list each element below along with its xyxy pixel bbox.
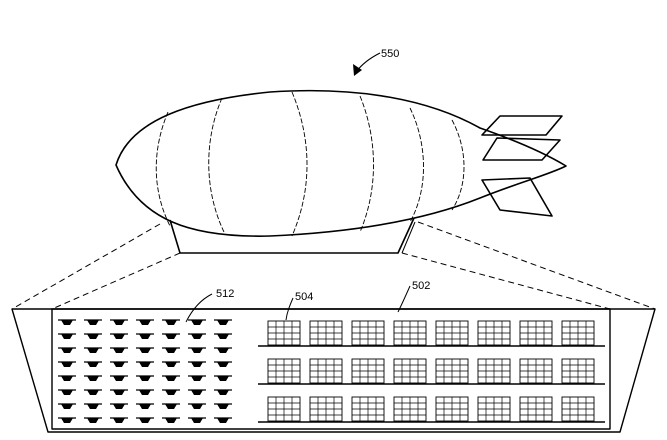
drone-silhouette-icon bbox=[214, 333, 232, 339]
drone-silhouette-icon bbox=[162, 403, 180, 409]
storage-bin-icon bbox=[267, 358, 301, 384]
tail-fin-top bbox=[481, 115, 563, 136]
drone-silhouette-icon bbox=[136, 319, 154, 325]
drone-silhouette-icon bbox=[58, 375, 76, 381]
drone-silhouette-icon bbox=[188, 375, 206, 381]
leader-lines bbox=[185, 285, 411, 323]
envelope-seams bbox=[155, 91, 465, 237]
drone-silhouette-icon bbox=[214, 389, 232, 395]
drone-silhouette-icon bbox=[84, 347, 102, 353]
drone-silhouette-icon bbox=[162, 347, 180, 353]
drone-silhouette-icon bbox=[188, 347, 206, 353]
drone-silhouette-icon bbox=[136, 361, 154, 367]
storage-bin-icon bbox=[393, 320, 427, 346]
storage-bin-icon bbox=[393, 358, 427, 384]
tail-fin-bottom bbox=[481, 177, 553, 217]
drone-silhouette-icon bbox=[162, 319, 180, 325]
drone-silhouette-icon bbox=[58, 417, 76, 423]
drone-silhouette-icon bbox=[110, 417, 128, 423]
drone-silhouette-icon bbox=[84, 417, 102, 423]
storage-bin-icon bbox=[435, 396, 469, 422]
drone-silhouette-icon bbox=[136, 347, 154, 353]
drone-silhouette-icon bbox=[84, 403, 102, 409]
storage-shelves bbox=[258, 345, 605, 423]
drone-silhouette-icon bbox=[84, 361, 102, 367]
storage-bin-icon bbox=[477, 320, 511, 346]
drone-silhouette-icon bbox=[58, 333, 76, 339]
label-airship: 550 bbox=[381, 48, 399, 60]
storage-bin-icon bbox=[309, 396, 343, 422]
drone-silhouette-icon bbox=[110, 333, 128, 339]
drone-silhouette-icon bbox=[188, 361, 206, 367]
drone-silhouette-icon bbox=[58, 389, 76, 395]
label-cargo-area: 502 bbox=[412, 280, 430, 292]
drone-silhouette-icon bbox=[110, 403, 128, 409]
gondola bbox=[169, 217, 415, 254]
storage-bin-icon bbox=[561, 358, 595, 384]
storage-bin-icon bbox=[519, 320, 553, 346]
airship-envelope bbox=[115, 89, 567, 237]
drone-silhouette-icon bbox=[84, 389, 102, 395]
drone-silhouette-icon bbox=[188, 333, 206, 339]
drone-silhouette-icon bbox=[110, 361, 128, 367]
drone-silhouette-icon bbox=[188, 403, 206, 409]
tail-fin-middle bbox=[482, 137, 561, 161]
storage-bin-icon bbox=[477, 396, 511, 422]
storage-bin-icon bbox=[267, 396, 301, 422]
storage-bin-icon bbox=[477, 358, 511, 384]
storage-bin-icon bbox=[351, 358, 385, 384]
storage-bin-icon bbox=[435, 320, 469, 346]
storage-bin-icon bbox=[435, 358, 469, 384]
drone-silhouette-icon bbox=[58, 319, 76, 325]
storage-bin-icon bbox=[351, 320, 385, 346]
drone-silhouette-icon bbox=[110, 319, 128, 325]
drone-silhouette-icon bbox=[136, 389, 154, 395]
drone-silhouette-icon bbox=[110, 347, 128, 353]
projection-lines bbox=[11, 221, 656, 310]
airship-pointer-arrow bbox=[353, 52, 381, 76]
storage-bin-icon bbox=[561, 320, 595, 346]
drone-silhouette-icon bbox=[188, 389, 206, 395]
drone-silhouette-icon bbox=[162, 333, 180, 339]
drone-silhouette-icon bbox=[214, 403, 232, 409]
storage-bin-icon bbox=[351, 396, 385, 422]
label-storage-shelves: 504 bbox=[295, 291, 313, 303]
storage-bin-icon bbox=[267, 320, 301, 346]
drone-silhouette-icon bbox=[214, 361, 232, 367]
drone-silhouette-icon bbox=[110, 389, 128, 395]
drone-silhouette-icon bbox=[214, 417, 232, 423]
drone-silhouette-icon bbox=[58, 347, 76, 353]
drone-silhouette-icon bbox=[214, 375, 232, 381]
drone-silhouette-icon bbox=[136, 333, 154, 339]
drone-silhouette-icon bbox=[84, 333, 102, 339]
drone-silhouette-icon bbox=[162, 361, 180, 367]
storage-bin-icon bbox=[561, 396, 595, 422]
drone-silhouette-icon bbox=[110, 375, 128, 381]
drone-silhouette-icon bbox=[214, 347, 232, 353]
drone-silhouette-icon bbox=[162, 417, 180, 423]
drone-silhouette-icon bbox=[214, 319, 232, 325]
drone-silhouette-icon bbox=[136, 403, 154, 409]
storage-bin-icon bbox=[309, 320, 343, 346]
drone-silhouette-icon bbox=[162, 375, 180, 381]
storage-bin-icon bbox=[519, 396, 553, 422]
drone-silhouette-icon bbox=[188, 417, 206, 423]
storage-bins bbox=[267, 320, 595, 422]
drone-silhouette-icon bbox=[84, 319, 102, 325]
drone-silhouette-icon bbox=[84, 375, 102, 381]
drone-silhouette-icon bbox=[188, 319, 206, 325]
drone-racks bbox=[58, 319, 232, 423]
drone-silhouette-icon bbox=[58, 403, 76, 409]
storage-bin-icon bbox=[309, 358, 343, 384]
drone-silhouette-icon bbox=[58, 361, 76, 367]
drone-silhouette-icon bbox=[136, 417, 154, 423]
storage-bin-icon bbox=[393, 396, 427, 422]
drone-silhouette-icon bbox=[162, 389, 180, 395]
storage-bin-icon bbox=[519, 358, 553, 384]
drone-silhouette-icon bbox=[136, 375, 154, 381]
cargo-area-hull bbox=[11, 308, 656, 433]
label-drone-racks: 512 bbox=[216, 288, 234, 300]
